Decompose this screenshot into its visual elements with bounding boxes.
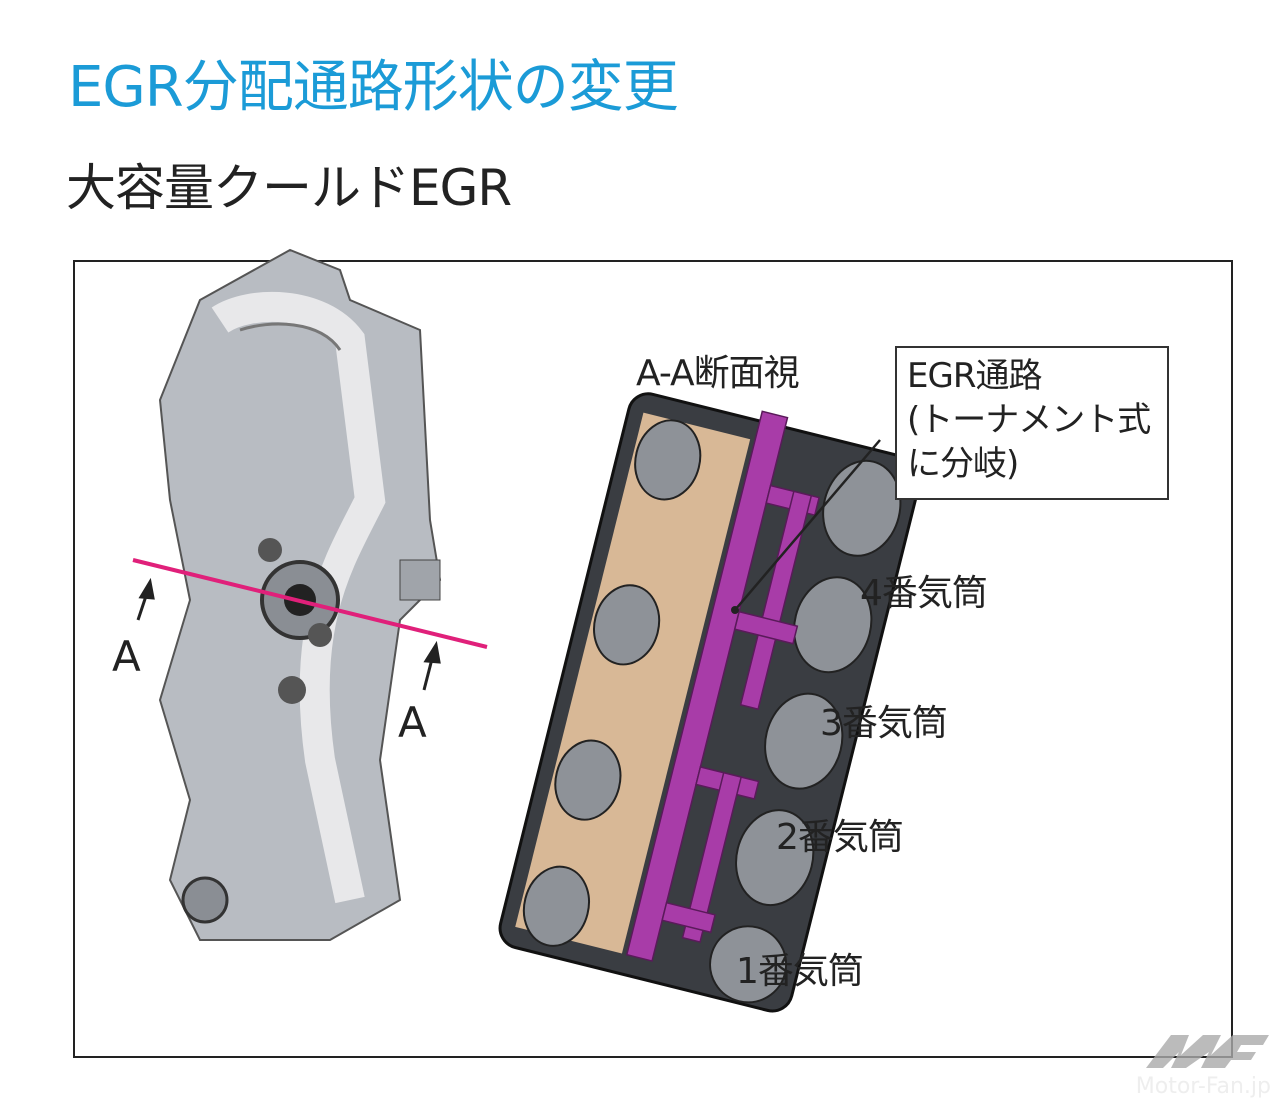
cut-label-right: A [398,698,427,747]
arrow-icon [136,577,441,691]
page-title: EGR分配通路形状の変更 [68,55,679,120]
cylinder-label-1: 1番気筒 [736,951,864,992]
cylinder-label-3: 3番気筒 [820,703,948,744]
section-label: A-A断面視 [636,353,800,394]
motorfan-logo [1146,1035,1269,1068]
egr-cross-section [498,392,923,1013]
cylinder-label-2: 2番気筒 [776,817,904,858]
page-subtitle: 大容量クールドEGR [66,159,512,217]
cylinder-label-4: 4番気筒 [860,573,988,614]
diagram-frame [73,260,1233,1058]
section-cut-line [132,558,488,649]
watermark: Motor-Fan.jp [1136,1030,1271,1099]
cut-label-left: A [112,632,141,681]
engine-side-view [158,248,442,941]
callout-leader-line [734,439,881,611]
egr-passage-callout: EGR通路 (トーナメント式 に分岐) [895,346,1169,500]
